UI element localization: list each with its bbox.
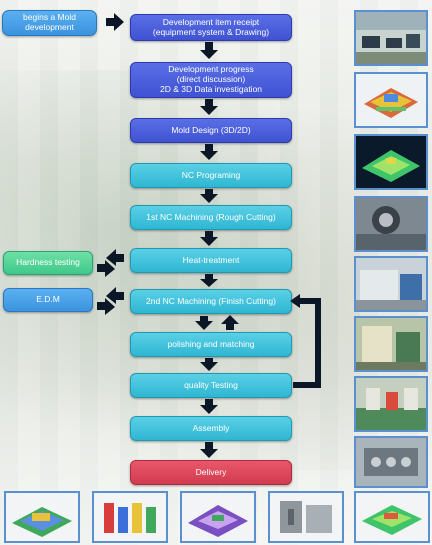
start-label: begins a Mold development: [23, 12, 76, 32]
step-nc-label: NC Programing: [181, 169, 241, 180]
step-delivery-label: Delivery: [195, 466, 227, 477]
thumb-bottom-2: [92, 491, 168, 543]
thumb-right-1: [354, 10, 428, 66]
arrow-receipt-to-progress: [200, 42, 218, 59]
arrow-finish-to-edm: [106, 287, 124, 304]
step-assembly-label: Assembly: [192, 422, 230, 433]
thumb-right-4: [354, 196, 428, 252]
side-hardness-label: Hardness testing: [16, 257, 80, 268]
thumb-right-6: [354, 316, 428, 372]
mold-3d-render-green-icon-b5: [356, 493, 428, 541]
step-assembly: Assembly: [130, 416, 292, 441]
step-quality-label: quality Testing: [184, 379, 238, 390]
step-progress-line-1: Development progress: [168, 64, 254, 75]
thumb-right-8: [354, 436, 428, 488]
machine-photo-icon-2: [356, 318, 426, 370]
mold-3d-render-icon-b1: [6, 493, 78, 541]
arrow-progress-to-design: [200, 99, 218, 115]
mold-3d-render-icon-b3: [182, 493, 254, 541]
step-receipt: Development item receipt(equipment syste…: [130, 14, 292, 41]
step-progress: Development progress(direct discussion)2…: [130, 62, 292, 98]
arrow-heat-to-hardness: [106, 249, 124, 266]
thumb-bottom-1: [4, 491, 80, 543]
mold-3d-render-icon: [356, 74, 426, 126]
mold-3d-render-gray-icon: [270, 493, 342, 541]
arrow-nc-to-rough: [200, 189, 218, 203]
step-heat-label: Heat-treatment: [182, 254, 240, 265]
arrow-design-to-nc: [200, 144, 218, 160]
arrow-hardness-to-heat: [97, 260, 115, 277]
step-design: Mold Design (3D/2D): [130, 118, 292, 143]
step-progress-line-3: 2D & 3D Data investigation: [159, 83, 263, 94]
step-design-label: Mold Design (3D/2D): [171, 124, 251, 135]
side-hardness: Hardness testing: [3, 251, 93, 275]
workshop-photo-icon: [356, 378, 426, 430]
step-finish: 2nd NC Machining (Finish Cutting): [130, 289, 292, 314]
step-rough: 1st NC Machining (Rough Cutting): [130, 205, 292, 230]
step-quality: quality Testing: [130, 373, 292, 398]
arrow-quality-to-assembly: [200, 399, 218, 414]
step-nc: NC Programing: [130, 163, 292, 188]
mold-3d-render-green-icon: [356, 136, 426, 188]
step-polish: polishing and matching: [130, 332, 292, 357]
step-progress-line-2: (direct discussion): [176, 74, 246, 85]
start-box: begins a Mold development: [2, 10, 97, 36]
arrow-start-to-receipt: [106, 13, 124, 31]
arrow-finish-to-polish: [195, 316, 213, 330]
step-receipt-line-1: Development item receipt: [162, 16, 260, 27]
arrow-quality-loop-back: [293, 298, 321, 388]
step-rough-label: 1st NC Machining (Rough Cutting): [146, 211, 276, 222]
arrow-rough-to-heat: [200, 231, 218, 246]
side-edm-label: E.D.M: [36, 294, 60, 305]
step-polish-label: polishing and matching: [167, 338, 255, 349]
step-heat: Heat-treatment: [130, 248, 292, 273]
machine-photo-icon: [356, 258, 426, 310]
thumb-right-7: [354, 376, 428, 432]
arrow-quality-loop-head: [290, 294, 300, 308]
thumb-bottom-5: [354, 491, 430, 543]
arrow-heat-to-finish: [200, 274, 218, 287]
side-edm: E.D.M: [3, 288, 93, 312]
office-photo-icon: [356, 12, 426, 64]
mold-3d-render-icon-b2: [94, 493, 166, 541]
assembly-photo-icon: [356, 438, 426, 486]
arrow-edm-to-finish: [97, 298, 115, 315]
step-finish-label: 2nd NC Machining (Finish Cutting): [146, 295, 276, 306]
step-delivery: Delivery: [130, 460, 292, 485]
thumb-right-5: [354, 256, 428, 312]
thumb-bottom-3: [180, 491, 256, 543]
thumb-right-2: [354, 72, 428, 128]
step-receipt-line-2: (equipment system & Drawing): [152, 26, 270, 37]
thumb-right-3: [354, 134, 428, 190]
machining-photo-icon: [356, 198, 426, 250]
arrow-assembly-to-delivery: [200, 442, 218, 458]
arrow-polish-to-quality: [200, 358, 218, 371]
arrow-polish-to-finish: [221, 315, 239, 330]
thumb-bottom-4: [268, 491, 344, 543]
